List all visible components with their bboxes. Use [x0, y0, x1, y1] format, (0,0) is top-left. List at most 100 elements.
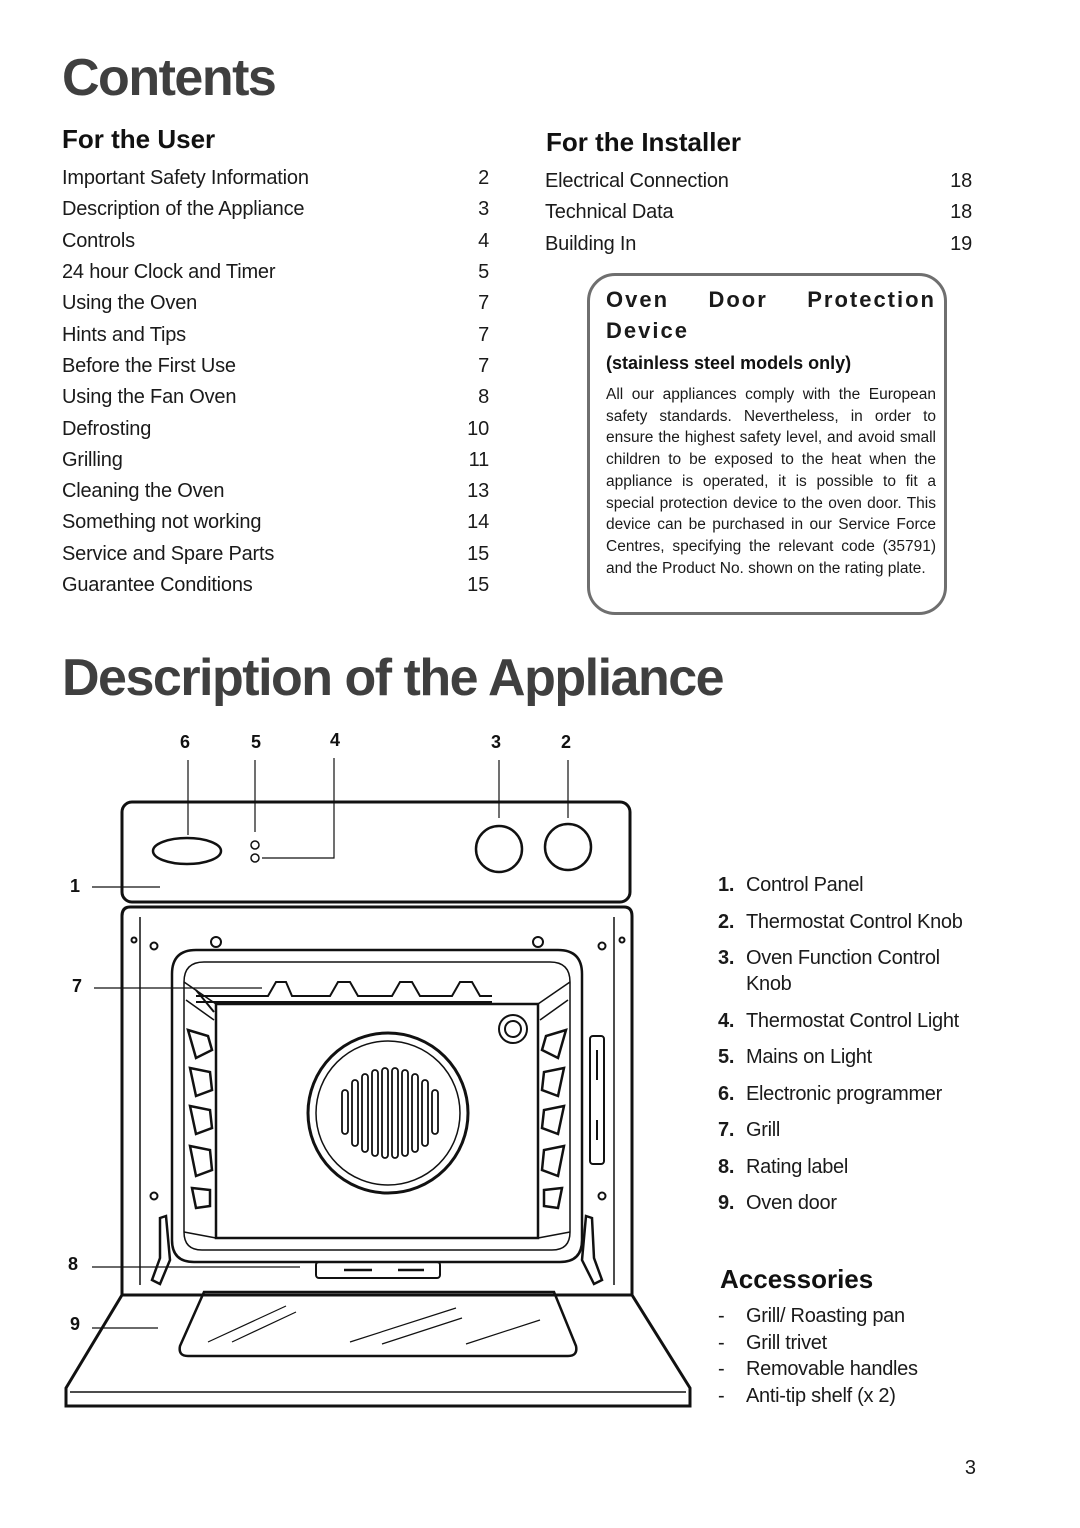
legend-number: 1.	[718, 874, 735, 896]
function-knob-shape	[474, 824, 524, 874]
accessory-item: -Grill/ Roasting pan	[718, 1303, 918, 1330]
toc-page: 3	[478, 198, 489, 221]
legend-number: 7.	[718, 1119, 735, 1141]
legend-label: Mains on Light	[746, 1046, 872, 1068]
description-title: Description of the Appliance	[62, 649, 725, 707]
protection-subtitle: (stainless steel models only)	[606, 353, 852, 373]
callout-2: 2	[561, 732, 572, 752]
accessory-label: Grill trivet	[746, 1331, 827, 1354]
legend-item: 4. Thermostat Control Light	[718, 1008, 1018, 1034]
toc-page: 2	[478, 167, 489, 190]
toc-label: Guarantee Conditions	[62, 574, 253, 596]
toc-label: Description of the Appliance	[62, 198, 305, 221]
toc-item[interactable]: Building In 19	[545, 229, 972, 260]
toc-item[interactable]: Description of the Appliance 3	[62, 194, 489, 225]
fan-cover-shape	[306, 1031, 470, 1195]
legend-label: Oven Function Control Knob	[746, 947, 940, 995]
callout-9: 9	[70, 1314, 81, 1334]
legend-label: Thermostat Control Knob	[746, 910, 963, 933]
toc-page: 18	[950, 201, 972, 224]
toc-page: 15	[467, 542, 489, 565]
accessory-label: Anti-tip shelf (x 2)	[746, 1384, 896, 1407]
toc-page: 18	[950, 170, 972, 193]
legend-label: Grill	[746, 1119, 781, 1141]
toc-page: 13	[467, 480, 489, 503]
toc-label: Hints and Tips	[62, 323, 186, 346]
legend-item: 5.Mains on Light	[718, 1044, 1018, 1070]
leader-4	[262, 758, 335, 859]
door-glass-shape	[178, 1290, 578, 1358]
programmer-shape	[151, 836, 223, 866]
toc-page: 7	[478, 354, 489, 377]
toc-label: Grilling	[62, 448, 123, 471]
accessory-item: -Grill trivet	[718, 1330, 918, 1357]
grill-shape	[196, 981, 492, 997]
toc-label: Cleaning the Oven	[62, 480, 225, 503]
rating-label-shape	[315, 1261, 441, 1279]
user-heading: For the User	[62, 124, 216, 154]
legend-item: 8.Rating label	[718, 1154, 1018, 1180]
toc-item[interactable]: Something not working 14	[62, 507, 489, 538]
callout-6: 6	[180, 732, 191, 752]
callout-5: 5	[251, 732, 262, 752]
page-number: 3	[964, 1457, 976, 1479]
legend-label: Control Panel	[746, 874, 864, 896]
toc-item[interactable]: Guarantee Conditions 15	[62, 570, 489, 601]
protection-body: All our appliances comply with the Europ…	[606, 386, 936, 577]
toc-page: 10	[467, 417, 489, 440]
toc-label: Using the Fan Oven	[62, 386, 237, 409]
accessory-label: Grill/ Roasting pan	[746, 1305, 905, 1327]
toc-item[interactable]: Electrical Connection 18	[545, 166, 972, 197]
control-panel-shape	[120, 800, 632, 904]
accessory-item: -Removable handles	[718, 1356, 918, 1383]
thermostat-knob-shape	[543, 822, 593, 872]
toc-label: Defrosting	[62, 417, 152, 440]
toc-page: 5	[478, 261, 489, 284]
toc-label: Controls	[62, 229, 135, 252]
toc-label: Service and Spare Parts	[62, 542, 275, 565]
oven-cavity-shape	[170, 948, 584, 1264]
installer-heading: For the Installer	[546, 127, 742, 157]
toc-label: Something not working	[62, 511, 262, 534]
toc-item[interactable]: Service and Spare Parts 15	[62, 539, 489, 570]
callout-4: 4	[330, 730, 341, 750]
toc-label: 24 hour Clock and Timer	[62, 261, 276, 284]
legend-label: Thermostat Control Light	[746, 1009, 959, 1032]
back-wall-shape	[214, 1002, 540, 1240]
callout-3: 3	[491, 732, 502, 752]
legend-number: 6.	[718, 1082, 735, 1105]
toc-item[interactable]: Using the Fan Oven 8	[62, 382, 489, 413]
toc-page: 7	[478, 292, 489, 315]
toc-page: 8	[478, 386, 489, 409]
legend-number: 8.	[718, 1155, 735, 1178]
toc-item[interactable]: Hints and Tips 7	[62, 319, 489, 350]
toc-item[interactable]: Defrosting 10	[62, 413, 489, 444]
callout-8: 8	[68, 1254, 79, 1274]
accessories-heading: Accessories	[720, 1264, 874, 1294]
legend-number: 9.	[718, 1192, 735, 1214]
toc-label: Electrical Connection	[545, 170, 729, 193]
toc-item[interactable]: Cleaning the Oven 13	[62, 476, 489, 507]
toc-label: Building In	[545, 232, 637, 255]
protection-title: Oven Door Protection Device	[606, 287, 936, 343]
toc-item[interactable]: Technical Data 18	[545, 197, 972, 228]
toc-page: 7	[478, 323, 489, 346]
installer-toc-list: Electrical Connection 18 Technical Data 18…	[545, 166, 972, 260]
legend-item: 7. Grill	[718, 1117, 1018, 1143]
toc-page: 14	[467, 511, 489, 534]
callout-1: 1	[70, 876, 81, 896]
legend-item: 2.Thermostat Control Knob	[718, 909, 1018, 935]
toc-page: 15	[467, 574, 489, 596]
toc-label: Technical Data	[545, 201, 674, 224]
legend-number: 4.	[718, 1009, 735, 1032]
toc-item[interactable]: 24 hour Clock and Timer 5	[62, 257, 489, 288]
toc-page: 19	[950, 232, 972, 255]
protection-device-box: Oven Door Protection Device (stainless s…	[587, 273, 947, 615]
accessories-list: -Grill/ Roasting pan -Grill trivet -Remo…	[718, 1303, 918, 1409]
callout-7: 7	[72, 976, 83, 996]
